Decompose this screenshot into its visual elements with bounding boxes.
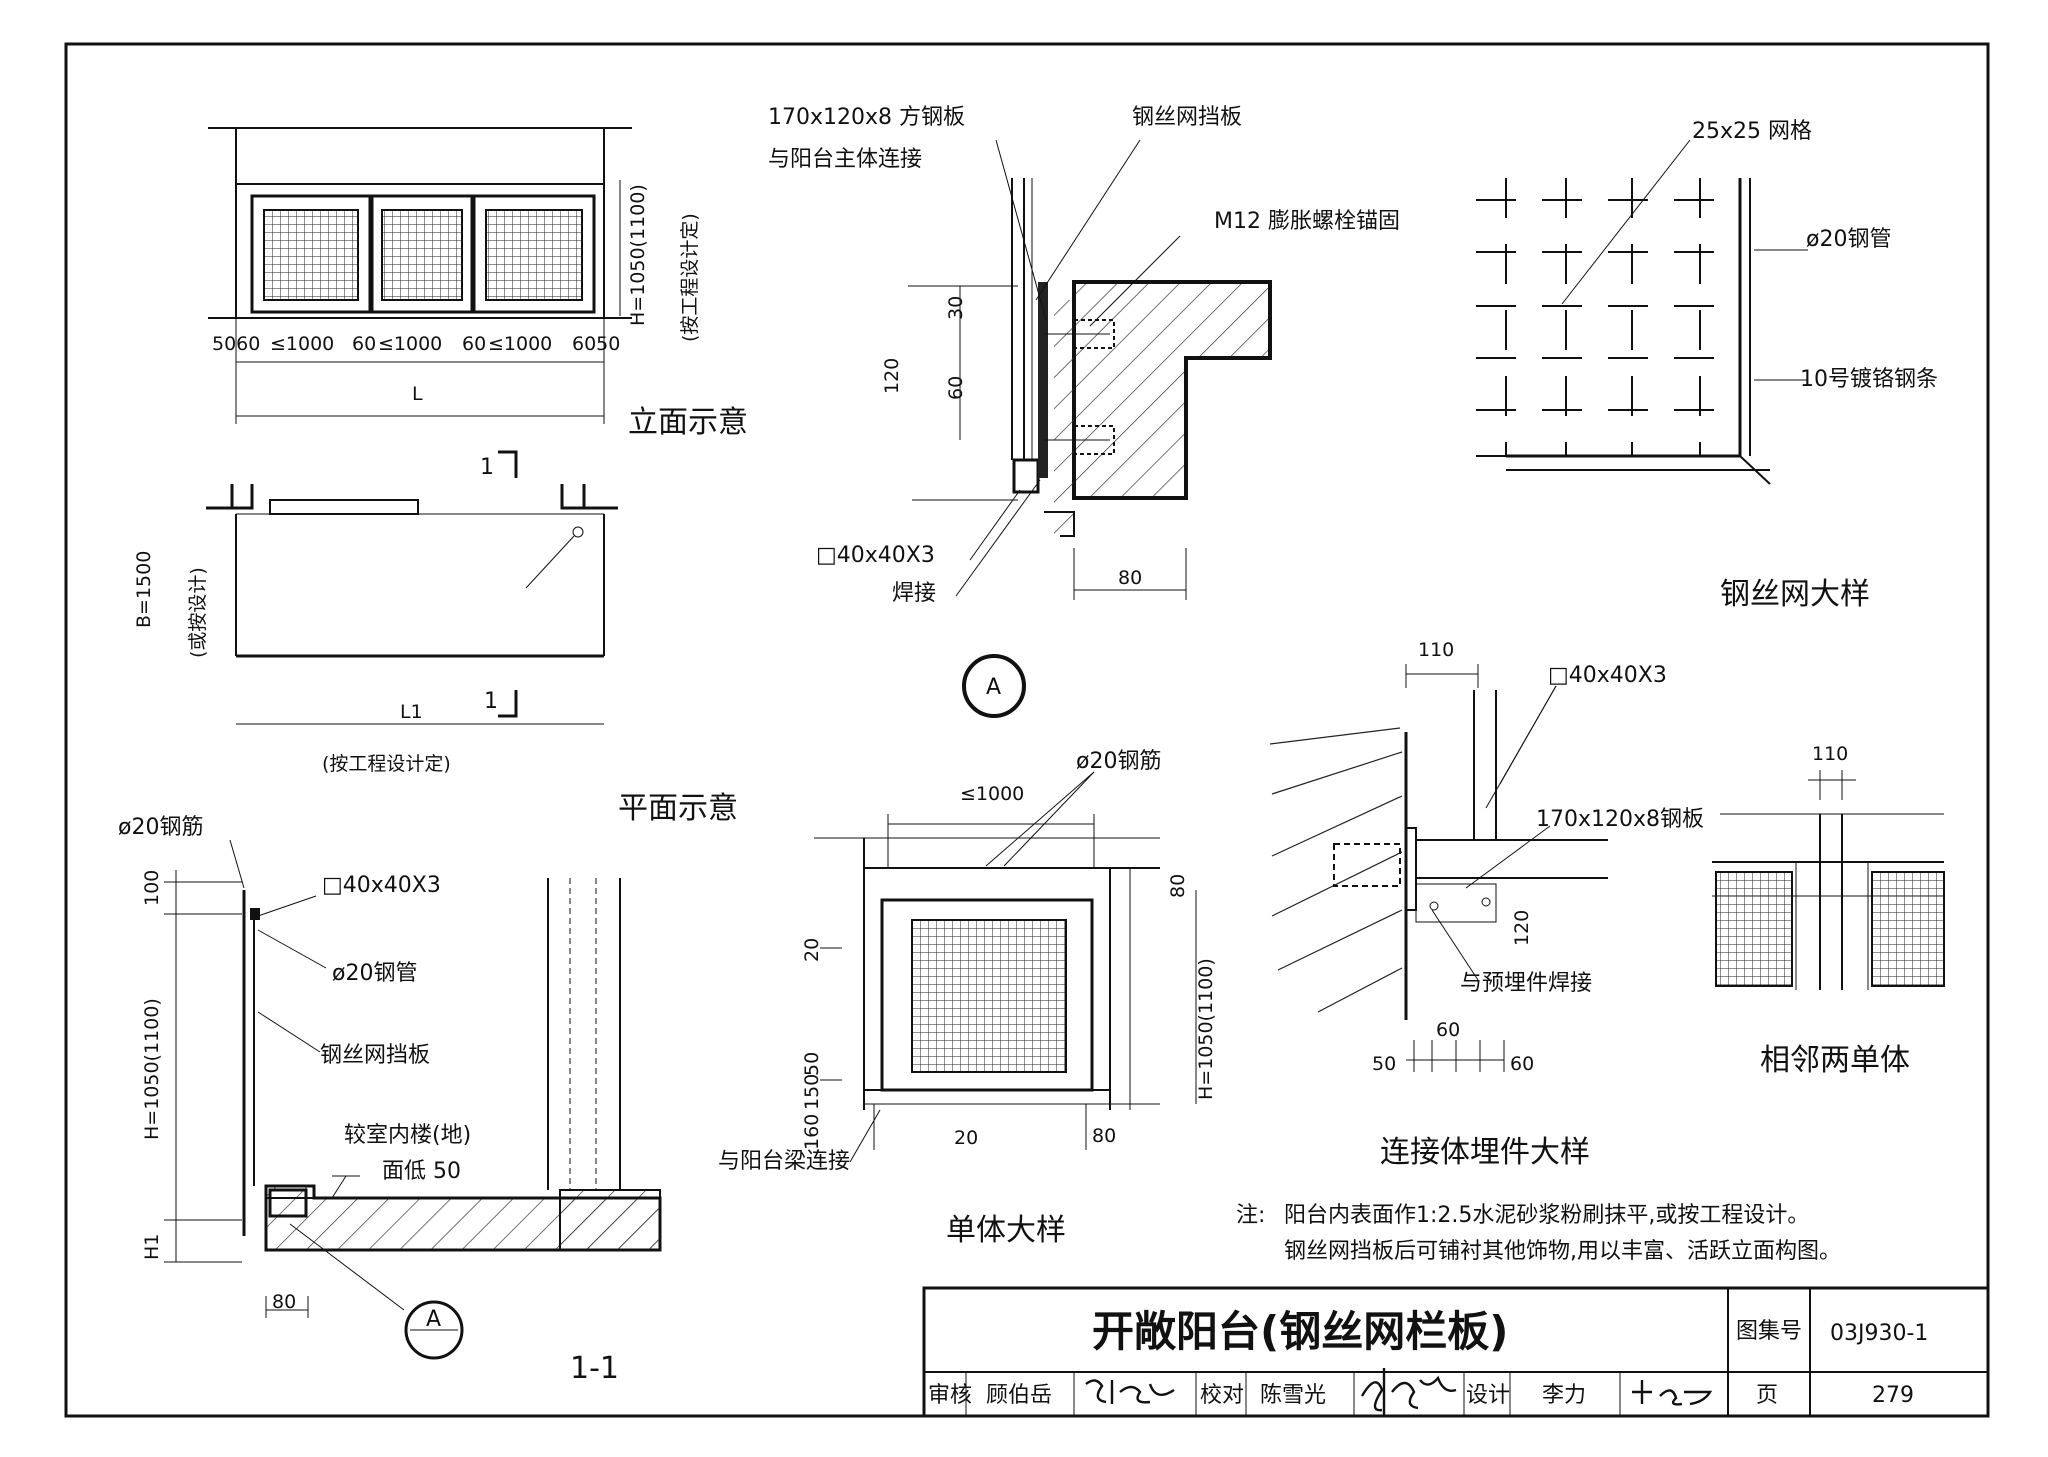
embed-bottom-dim-50: 50 bbox=[1372, 1053, 1396, 1075]
section-bottom-dim: 80 bbox=[272, 1291, 296, 1313]
detail-a-plate-note: 与阳台主体连接 bbox=[768, 147, 922, 172]
adjacent-title: 相邻两单体 bbox=[1760, 1043, 1910, 1078]
elevation-dim-2: ≤1000 bbox=[270, 333, 334, 355]
embed-title: 连接体埋件大样 bbox=[1380, 1135, 1590, 1170]
mesh-detail-view bbox=[1476, 139, 1808, 485]
plan-depth-note: (或按设计) bbox=[187, 567, 209, 658]
notes-line-2: 钢丝网挡板后可铺衬其他饰物,用以丰富、活跃立面构图。 bbox=[1284, 1239, 1841, 1264]
detail-a-symbol: A bbox=[986, 675, 1001, 700]
plan-section-mark-bottom: 1 bbox=[484, 689, 498, 714]
unit-beam-label: 与阳台梁连接 bbox=[718, 1149, 850, 1174]
unit-detail-view bbox=[814, 771, 1197, 1163]
unit-dim-160: 160 bbox=[801, 1114, 823, 1150]
plan-section-mark-top: 1 bbox=[480, 455, 494, 480]
detail-a-screen-label: 钢丝网挡板 bbox=[1132, 105, 1242, 130]
elevation-height-dim: H=1050(1100) bbox=[627, 184, 649, 326]
unit-bottom-dim-20: 20 bbox=[954, 1127, 978, 1149]
unit-dim-150: 150 bbox=[801, 1074, 823, 1110]
unit-dim-20: 20 bbox=[801, 938, 823, 962]
title-block-reviewer: 顾伯岳 bbox=[986, 1383, 1052, 1408]
unit-height-dim: H=1050(1100) bbox=[1195, 958, 1217, 1100]
title-block-checker: 陈雪光 bbox=[1260, 1383, 1326, 1408]
embed-plate-label: 170x120x8钢板 bbox=[1536, 807, 1704, 832]
elevation-dim-4: ≤1000 bbox=[378, 333, 442, 355]
embed-bottom-dim-60b: 60 bbox=[1510, 1053, 1534, 1075]
section-h1: H1 bbox=[141, 1234, 163, 1260]
elevation-dim-3: 60 bbox=[352, 333, 376, 355]
plan-length-note: (按工程设计定) bbox=[322, 753, 451, 775]
plan-length-label: L1 bbox=[400, 701, 423, 723]
detail-a-dim-120: 120 bbox=[881, 358, 903, 394]
unit-title: 单体大样 bbox=[946, 1213, 1066, 1248]
unit-bottom-dim-80: 80 bbox=[1092, 1125, 1116, 1147]
title-block-check-label: 校对 bbox=[1200, 1383, 1244, 1408]
section-rebar-label: ø20钢筋 bbox=[118, 815, 203, 840]
section-top-dim: 100 bbox=[141, 870, 163, 906]
elevation-dim-6: ≤1000 bbox=[488, 333, 552, 355]
elevation-view bbox=[208, 127, 632, 424]
unit-width-dim: ≤1000 bbox=[960, 783, 1024, 805]
elevation-dim-7: 6050 bbox=[572, 333, 620, 355]
detail-a-view bbox=[908, 139, 1272, 718]
elevation-title: 立面示意 bbox=[628, 405, 748, 440]
embed-top-dim: 110 bbox=[1418, 639, 1454, 661]
section-tube-label: □40x40X3 bbox=[322, 873, 441, 898]
unit-top-dim: 80 bbox=[1167, 874, 1189, 898]
embed-detail-view bbox=[1269, 664, 1608, 1072]
detail-a-dim-80: 80 bbox=[1118, 567, 1142, 589]
plan-view bbox=[206, 450, 618, 725]
embed-weld-label: 与预埋件焊接 bbox=[1460, 971, 1592, 996]
elevation-height-note: (按工程设计定) bbox=[679, 213, 701, 342]
detail-a-dim-30: 30 bbox=[945, 296, 967, 320]
mesh-pipe-label: ø20钢管 bbox=[1806, 227, 1891, 252]
elevation-length-label: L bbox=[412, 383, 423, 405]
section-floor-note-2: 面低 50 bbox=[382, 1159, 461, 1184]
plan-title: 平面示意 bbox=[618, 791, 738, 826]
mesh-grid-label: 25x25 网格 bbox=[1692, 119, 1812, 144]
mesh-title: 钢丝网大样 bbox=[1720, 577, 1870, 612]
unit-rebar-label: ø20钢筋 bbox=[1076, 749, 1161, 774]
detail-a-weld-label: 焊接 bbox=[892, 581, 936, 606]
detail-a-bolt-label: M12 膨胀螺栓锚固 bbox=[1214, 209, 1400, 234]
notes-prefix: 注: bbox=[1236, 1203, 1265, 1228]
reviewer-signature bbox=[1085, 1379, 1175, 1404]
title-block bbox=[922, 1286, 1990, 1418]
embed-tube-label: □40x40X3 bbox=[1548, 663, 1667, 688]
designer-signature bbox=[1632, 1380, 1713, 1406]
section-title: 1-1 bbox=[570, 1351, 619, 1386]
detail-a-dim-60: 60 bbox=[945, 376, 967, 400]
title-block-page-label: 页 bbox=[1756, 1383, 1778, 1408]
title-block-title: 开敞阳台(钢丝网栏板) bbox=[1092, 1307, 1508, 1356]
detail-a-tube-label: □40x40X3 bbox=[816, 543, 935, 568]
checker-signature bbox=[1360, 1368, 1457, 1416]
section-screen-label: 钢丝网挡板 bbox=[320, 1043, 430, 1068]
detail-a-plate-label: 170x120x8 方钢板 bbox=[768, 105, 965, 130]
plan-depth-dim: B=1500 bbox=[133, 551, 155, 628]
embed-dim-120: 120 bbox=[1511, 910, 1533, 946]
mesh-strip-label: 10号镀铬钢条 bbox=[1800, 367, 1938, 392]
unit-dim-50: 50 bbox=[801, 1052, 823, 1076]
title-block-design-label: 设计 bbox=[1466, 1383, 1510, 1408]
title-block-atlas-no: 03J930-1 bbox=[1830, 1321, 1928, 1346]
section-height-dim: H=1050(1100) bbox=[141, 998, 163, 1140]
section-view bbox=[164, 839, 662, 1360]
elevation-dim-1: 5060 bbox=[212, 333, 260, 355]
adjacent-view bbox=[1712, 770, 1945, 990]
title-block-page-no: 279 bbox=[1872, 1383, 1914, 1408]
adjacent-top-dim: 110 bbox=[1812, 743, 1848, 765]
embed-bottom-dim-60a: 60 bbox=[1436, 1019, 1460, 1041]
title-block-review-label: 审核 bbox=[928, 1383, 972, 1408]
section-floor-note-1: 较室内楼(地) bbox=[344, 1123, 471, 1148]
section-symbol: A bbox=[426, 1307, 441, 1332]
elevation-dim-5: 60 bbox=[462, 333, 486, 355]
title-block-designer: 李力 bbox=[1542, 1383, 1586, 1408]
title-block-atlas-label: 图集号 bbox=[1736, 1319, 1802, 1344]
notes-line-1: 阳台内表面作1:2.5水泥砂浆粉刷抹平,或按工程设计。 bbox=[1284, 1203, 1809, 1228]
section-pipe-label: ø20钢管 bbox=[332, 961, 417, 986]
